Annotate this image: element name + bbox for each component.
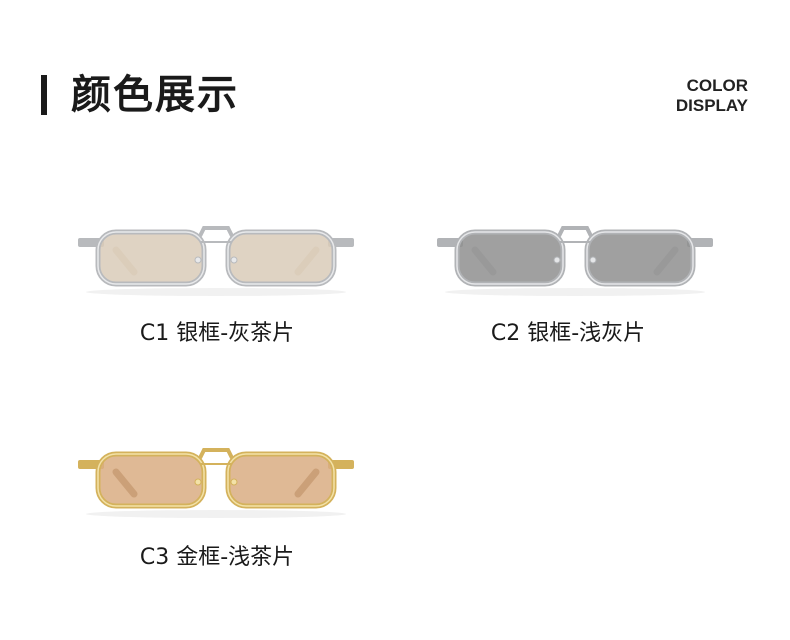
product-image-c1: [76, 220, 356, 300]
lens-left: [457, 232, 563, 284]
subtitle-line-1: COLOR: [686, 76, 748, 95]
subtitle-line-2: DISPLAY: [675, 96, 748, 115]
product-label-c1: C1 银框-灰茶片: [139, 321, 295, 346]
rim-left-highlight: [456, 231, 564, 285]
lens-right: [228, 232, 334, 284]
lens-left: [98, 232, 204, 284]
product-image-c2: [435, 220, 715, 300]
product-label-c2: C2 银框-浅灰片: [490, 321, 646, 346]
rim-left-highlight: [97, 231, 205, 285]
rim-right-highlight: [586, 231, 694, 285]
bridge: [198, 448, 234, 459]
nose-pad-right: [230, 478, 238, 486]
lens-left: [98, 454, 204, 506]
product-label-c3: C3 金框-浅茶片: [139, 545, 295, 570]
lens-right: [228, 454, 334, 506]
page-title: 颜色展示: [71, 72, 239, 118]
bridge: [557, 226, 593, 237]
rim-right-highlight: [227, 453, 335, 507]
nose-pad-right: [589, 256, 597, 264]
glasses-c2-icon: [437, 226, 713, 296]
nose-pad-left: [194, 256, 202, 264]
title-accent-bar: [41, 75, 47, 115]
product-image-c3: [76, 442, 356, 522]
glasses-c1-icon: [78, 226, 354, 296]
rim-right-highlight: [227, 231, 335, 285]
nose-pad-left: [194, 478, 202, 486]
bridge: [198, 226, 234, 237]
nose-pad-left: [553, 256, 561, 264]
page-subtitle: COLOR DISPLAY: [676, 76, 748, 116]
nose-pad-right: [230, 256, 238, 264]
rim-left-highlight: [97, 453, 205, 507]
glasses-c3-icon: [78, 448, 354, 518]
lens-right: [587, 232, 693, 284]
